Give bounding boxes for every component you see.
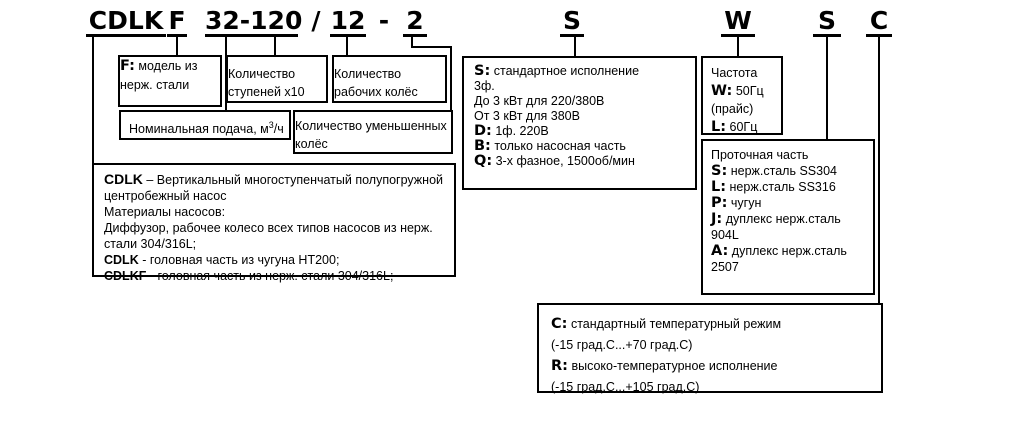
execution-s-over3kw: От 3 кВт для 380В xyxy=(474,109,580,123)
frequency-l: L: 60Гц xyxy=(711,119,758,135)
description-cdlk-head: CDLK - головная часть из чугуна HT200; xyxy=(104,253,340,267)
connector-reduced-line-1 xyxy=(411,37,413,48)
stages-text: Количество ступеней x10 xyxy=(228,67,305,99)
temperature-r-range: (-15 град.С...+105 град.С) xyxy=(551,380,700,394)
title-model-f: F xyxy=(167,6,187,37)
execution-s-under3kw: До 3 кВт для 220/380В xyxy=(474,94,605,108)
title-temperature-c: C xyxy=(866,8,892,37)
execution-d: D: 1ф. 220В xyxy=(474,123,549,139)
impellers-text: Количество рабочих колёс xyxy=(334,67,418,99)
execution-q: Q: 3-х фазное, 1500об/мин xyxy=(474,153,635,169)
connector-execution-line xyxy=(574,36,576,56)
flow-part-a: A: дуплекс нерж.сталь 2507 xyxy=(711,243,847,274)
f-model-box: F: модель из нерж. стали xyxy=(118,55,222,107)
temperature-c-range: (-15 град.С...+70 град.С) xyxy=(551,338,693,352)
connector-cdlk-line xyxy=(92,37,94,163)
reduced-box: Количество уменьшенных колёс xyxy=(293,110,453,154)
description-materials: Материалы насосов: xyxy=(104,205,226,219)
connector-reduced-line-2 xyxy=(411,46,452,48)
flow-part-l: L: нерж.сталь SS316 xyxy=(711,179,836,195)
execution-box: S: стандартное исполнение 3ф. До 3 кВт д… xyxy=(462,56,697,190)
connector-flow-part-line xyxy=(826,36,828,139)
flow-text: Номинальная подача, м3/ч xyxy=(129,120,284,137)
stages-box: Количество ступеней x10 xyxy=(226,55,328,103)
execution-s-phase: 3ф. xyxy=(474,79,495,93)
temperature-c: C: стандартный температурный режим xyxy=(551,316,782,332)
execution-b: B: только насосная часть xyxy=(474,138,626,154)
flow-part-title: Проточная часть xyxy=(711,148,809,162)
frequency-box: Частота W: 50Гц (прайс) L: 60Гц xyxy=(701,56,783,135)
f-model-prefix: F: xyxy=(120,58,135,74)
flow-part-s: S: нерж.сталь SS304 xyxy=(711,163,837,179)
description-box: CDLK – Вертикальный многоступенчатый пол… xyxy=(92,163,456,283)
flow-box: Номинальная подача, м3/ч xyxy=(119,110,291,140)
frequency-title: Частота xyxy=(711,66,758,80)
impellers-box: Количество рабочих колёс xyxy=(332,55,447,103)
flow-part-box: Проточная часть S: нерж.сталь SS304 L: н… xyxy=(701,139,875,295)
title-dash: - xyxy=(378,6,390,35)
title-flow-stages: 32-120 xyxy=(205,6,303,37)
flow-part-p: P: чугун xyxy=(711,195,762,211)
title-reduced: 2 xyxy=(403,8,427,37)
description-cdlkf-head: CDLKF - головная часть из нерж. стали 30… xyxy=(104,269,394,283)
connector-temperature-line xyxy=(878,36,880,303)
description-diffuser: Диффузор, рабочее колесо всех типов насо… xyxy=(104,221,433,251)
description-heading: CDLK – Вертикальный многоступенчатый пол… xyxy=(104,171,444,203)
connector-f-line xyxy=(176,37,178,55)
title-slash: / xyxy=(311,6,321,35)
connector-stages-line xyxy=(274,37,276,55)
temperature-box: C: стандартный температурный режим (-15 … xyxy=(537,303,883,394)
frequency-w: W: 50Гц xyxy=(711,83,764,99)
execution-s: S: стандартное исполнение xyxy=(474,63,640,79)
connector-frequency-line xyxy=(737,36,739,56)
title-flow-part-s: S xyxy=(813,8,841,37)
title-frequency-w: W xyxy=(721,8,755,37)
temperature-r: R: высоко-температурное исполнение xyxy=(551,358,778,374)
frequency-note: (прайс) xyxy=(711,102,754,116)
f-model-text: модель из нерж. стали xyxy=(120,59,198,92)
title-impellers: 12 xyxy=(330,6,366,37)
flow-part-j: J: дуплекс нерж.сталь 904L xyxy=(711,211,841,242)
connector-reduced-line-3 xyxy=(450,46,452,110)
reduced-text: Количество уменьшенных колёс xyxy=(295,119,447,151)
title-execution-s: S xyxy=(560,8,584,37)
title-model-cdlk: CDLK xyxy=(86,8,166,37)
connector-impellers-line xyxy=(346,37,348,55)
